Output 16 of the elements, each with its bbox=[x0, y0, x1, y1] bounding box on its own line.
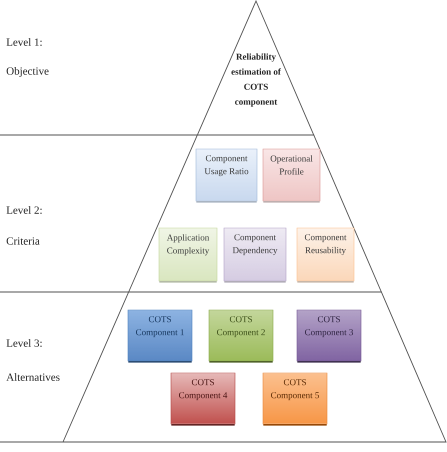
criterion-box: Component Dependency bbox=[224, 228, 286, 283]
level-label: Objective bbox=[6, 67, 49, 77]
criterion-box: Component Reusability bbox=[296, 228, 354, 283]
level-label: Level 3: bbox=[6, 339, 42, 347]
alternative-box: COTS Component 4 bbox=[170, 372, 236, 426]
alternative-box: COTS Component 2 bbox=[208, 310, 274, 363]
level-label: Criteria bbox=[6, 237, 40, 245]
level-label: Level 1: bbox=[6, 38, 42, 46]
alternative-box: COTS Component 1 bbox=[128, 310, 192, 363]
alternative-box: COTS Component 3 bbox=[296, 310, 362, 363]
criterion-box: Application Complexity bbox=[158, 228, 218, 283]
criterion-box: Operational Profile bbox=[262, 148, 320, 203]
criterion-box: Component Usage Ratio bbox=[196, 148, 258, 203]
alternative-box: COTS Component 5 bbox=[262, 372, 328, 426]
level-label: Level 2: bbox=[6, 206, 42, 214]
level-label: Alternatives bbox=[6, 373, 60, 381]
